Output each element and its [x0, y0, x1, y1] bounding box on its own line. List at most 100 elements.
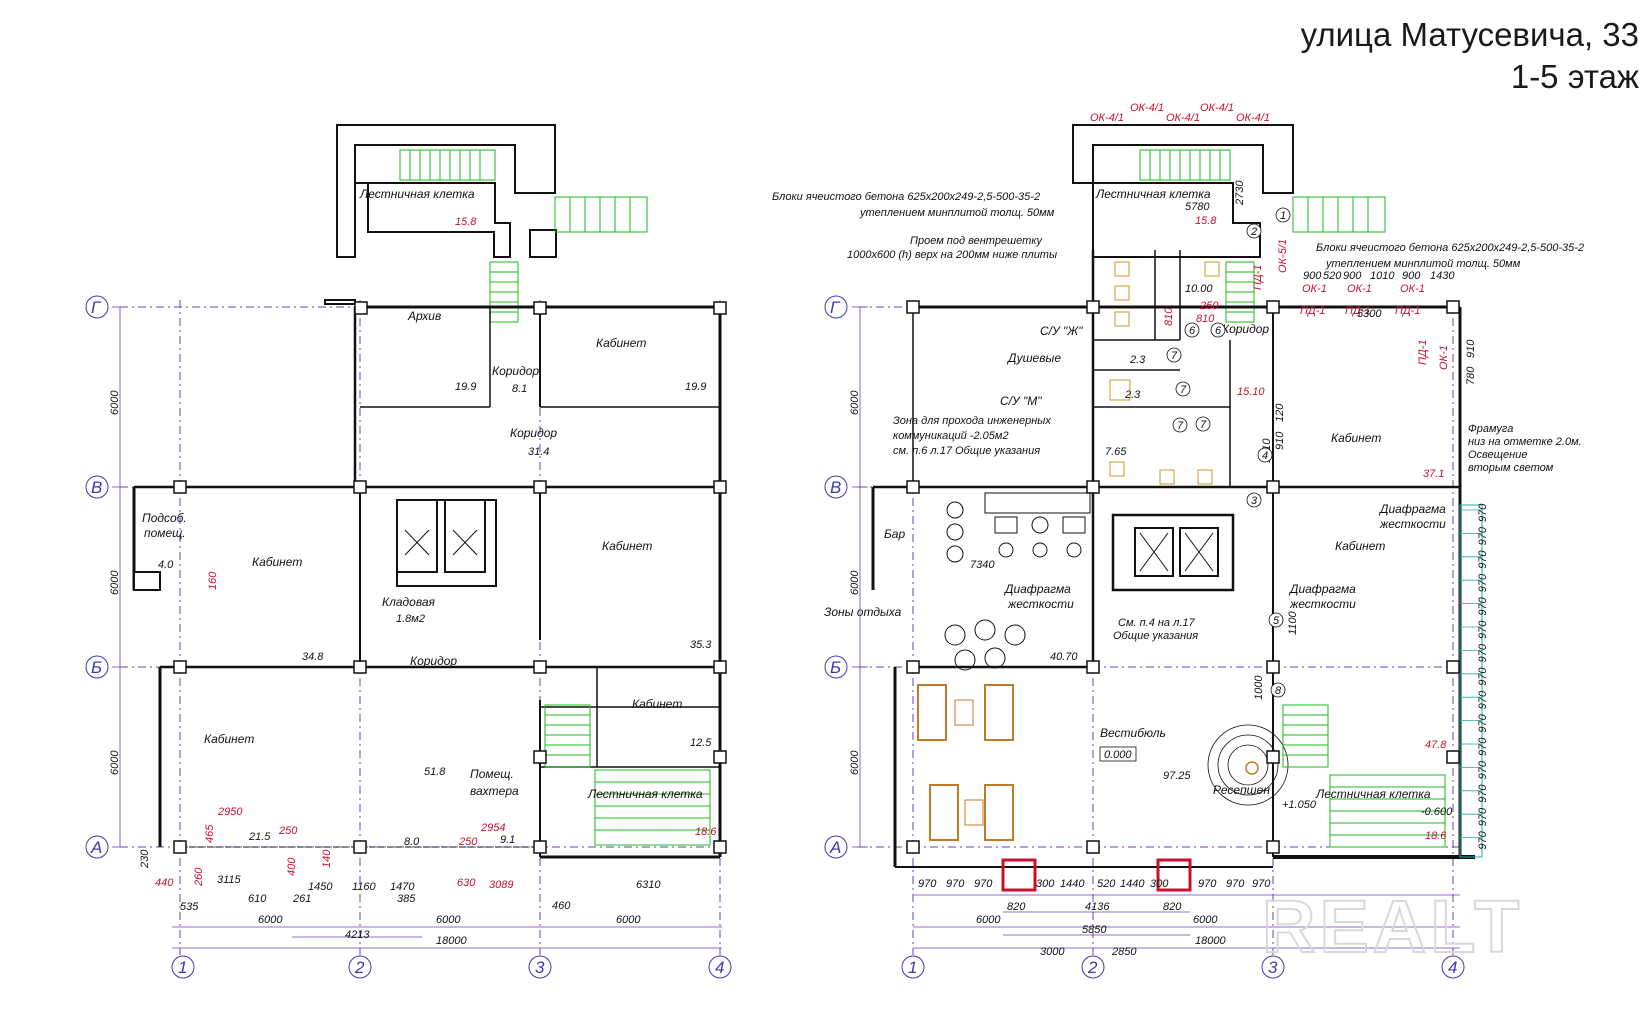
axis-label: 3 — [535, 958, 545, 977]
dimension-label: 970 — [1477, 573, 1489, 592]
dimension-label: 6000 — [109, 570, 121, 595]
room-label: Коридор — [410, 654, 457, 668]
glazing-dimension-column: 9709709709709709709709709709709709709709… — [1460, 503, 1489, 850]
room-label: Диафрагма — [1378, 502, 1446, 516]
dimension-label: 900 — [1303, 270, 1322, 282]
room-label: жесткости — [1289, 597, 1356, 611]
room-area: 7.65 — [1105, 446, 1127, 458]
room-area: 31.4 — [528, 446, 549, 458]
room-label: жесткости — [1379, 517, 1446, 531]
dimension-label: 1000 — [1253, 675, 1265, 700]
entrance-vestibule — [1001, 858, 1037, 892]
marker-label: 7 — [1180, 384, 1187, 396]
dimension-label: 970 — [1252, 878, 1271, 890]
door-tag: ПД-1 — [1252, 265, 1264, 291]
dimension-label: 1430 — [1430, 270, 1455, 282]
window-tag: ОК-1 — [1302, 283, 1327, 295]
dimension-label: 260 — [193, 867, 205, 887]
room-label: Диафрагма — [1003, 582, 1071, 596]
window-tag: ОК-1 — [1438, 345, 1450, 370]
dimension-label: 970 — [1477, 807, 1489, 826]
marker-label: 8 — [1275, 685, 1282, 697]
room-label: Архив — [407, 309, 441, 323]
dimension-label: 250 — [1199, 300, 1219, 312]
note-text: Фрамуга — [1468, 423, 1513, 435]
note-text: см. п.6 л.17 Общие указания — [893, 445, 1040, 457]
dimension-chain — [852, 306, 1460, 949]
address-title: улица Матусевича, 33 — [1300, 16, 1639, 53]
window-tag: ОК-4/1 — [1200, 102, 1234, 114]
lobby-sofas — [917, 684, 1014, 841]
elevator-shaft-left — [1134, 527, 1174, 577]
stair-flight-top — [1139, 149, 1386, 323]
room-label: Лестничная клетка — [1315, 787, 1431, 801]
axis-label: А — [90, 838, 102, 857]
room-label: Кабинет — [602, 539, 652, 553]
dimension-label: 810 — [1163, 307, 1175, 326]
note-text: низ на отметке 2.0м. — [1468, 436, 1582, 448]
dimension-label: 610 — [248, 893, 267, 905]
axis-label: 1 — [178, 958, 187, 977]
dimension-label: 820 — [1007, 901, 1026, 913]
room-area: 2.3 — [1124, 389, 1141, 401]
axis-label: 1 — [908, 958, 917, 977]
dimension-label: 1470 — [390, 881, 415, 893]
level-mark — [1099, 746, 1137, 762]
room-label: вахтера — [470, 784, 519, 798]
marker-label: 2 — [1250, 226, 1257, 238]
window-tag: ОК-1 — [1400, 283, 1425, 295]
dimension-label: 970 — [1477, 784, 1489, 803]
columns — [173, 301, 727, 854]
dimension-label: 6000 — [849, 390, 861, 415]
dimension-label: 970 — [1477, 667, 1489, 686]
dimension-label: 1160 — [352, 881, 377, 893]
dimension-label: 5850 — [1082, 924, 1107, 936]
note-text: Проем под вентрешетку — [910, 235, 1044, 247]
room-area: 10.00 — [1185, 283, 1213, 295]
stair-tower-wall — [1072, 124, 1294, 258]
room-label: С/У "Ж" — [1040, 324, 1083, 338]
room-label: Диафрагма — [1288, 582, 1356, 596]
room-label: Коридор — [1222, 322, 1269, 336]
dimension-label: 520 — [1323, 270, 1342, 282]
room-label: Лестничная клетка — [587, 787, 703, 801]
room-area: 8.0 — [404, 836, 420, 848]
axis-label: 2 — [354, 958, 365, 977]
dimension-label: 6000 — [436, 914, 461, 926]
dimension-label: 970 — [1477, 690, 1489, 709]
axis-label: Г — [91, 298, 102, 317]
dimension-label: 2954 — [480, 822, 505, 834]
axis-label: 2 — [1087, 958, 1098, 977]
axis-markers — [85, 295, 732, 979]
dimension-label: 630 — [457, 877, 476, 889]
elevator-cross — [1184, 532, 1214, 572]
marker-label: 4 — [1262, 450, 1268, 462]
door-markers — [1166, 207, 1291, 698]
entrance-vestibule — [1156, 858, 1192, 892]
note-text: Зона для прохода инженерных — [893, 415, 1051, 427]
dimension-label: 810 — [1196, 313, 1215, 325]
dimension-label: 1100 — [1287, 610, 1299, 635]
window-tag: ОК-4/1 — [1236, 112, 1270, 124]
dimension-label: 970 — [1477, 526, 1489, 545]
dimension-label: 970 — [1477, 596, 1489, 615]
dimension-label: 261 — [292, 893, 311, 905]
dimension-label: 910 — [1465, 339, 1477, 358]
dimension-label: 3089 — [489, 879, 513, 891]
elevator-cross — [452, 529, 478, 556]
stair-flight-low — [1282, 704, 1446, 848]
room-area: 12.5 — [690, 737, 712, 749]
dimension-label: 970 — [1477, 550, 1489, 569]
dimension-label: 970 — [1226, 878, 1245, 890]
dimension-label: 6000 — [616, 914, 641, 926]
room-label: Ресепшен — [1213, 783, 1270, 797]
dimension-label: 140 — [321, 849, 333, 868]
dimension-label: 6310 — [636, 879, 661, 891]
level-label: +1.050 — [1282, 799, 1317, 811]
door-tag: ПД-1 — [1395, 305, 1421, 317]
marker-label: 5 — [1273, 615, 1280, 627]
dimension-label: 120 — [1274, 403, 1286, 422]
dimension-label: 18000 — [1195, 935, 1226, 947]
dimension-label: 6000 — [849, 750, 861, 775]
dimension-label: 535 — [180, 901, 199, 913]
